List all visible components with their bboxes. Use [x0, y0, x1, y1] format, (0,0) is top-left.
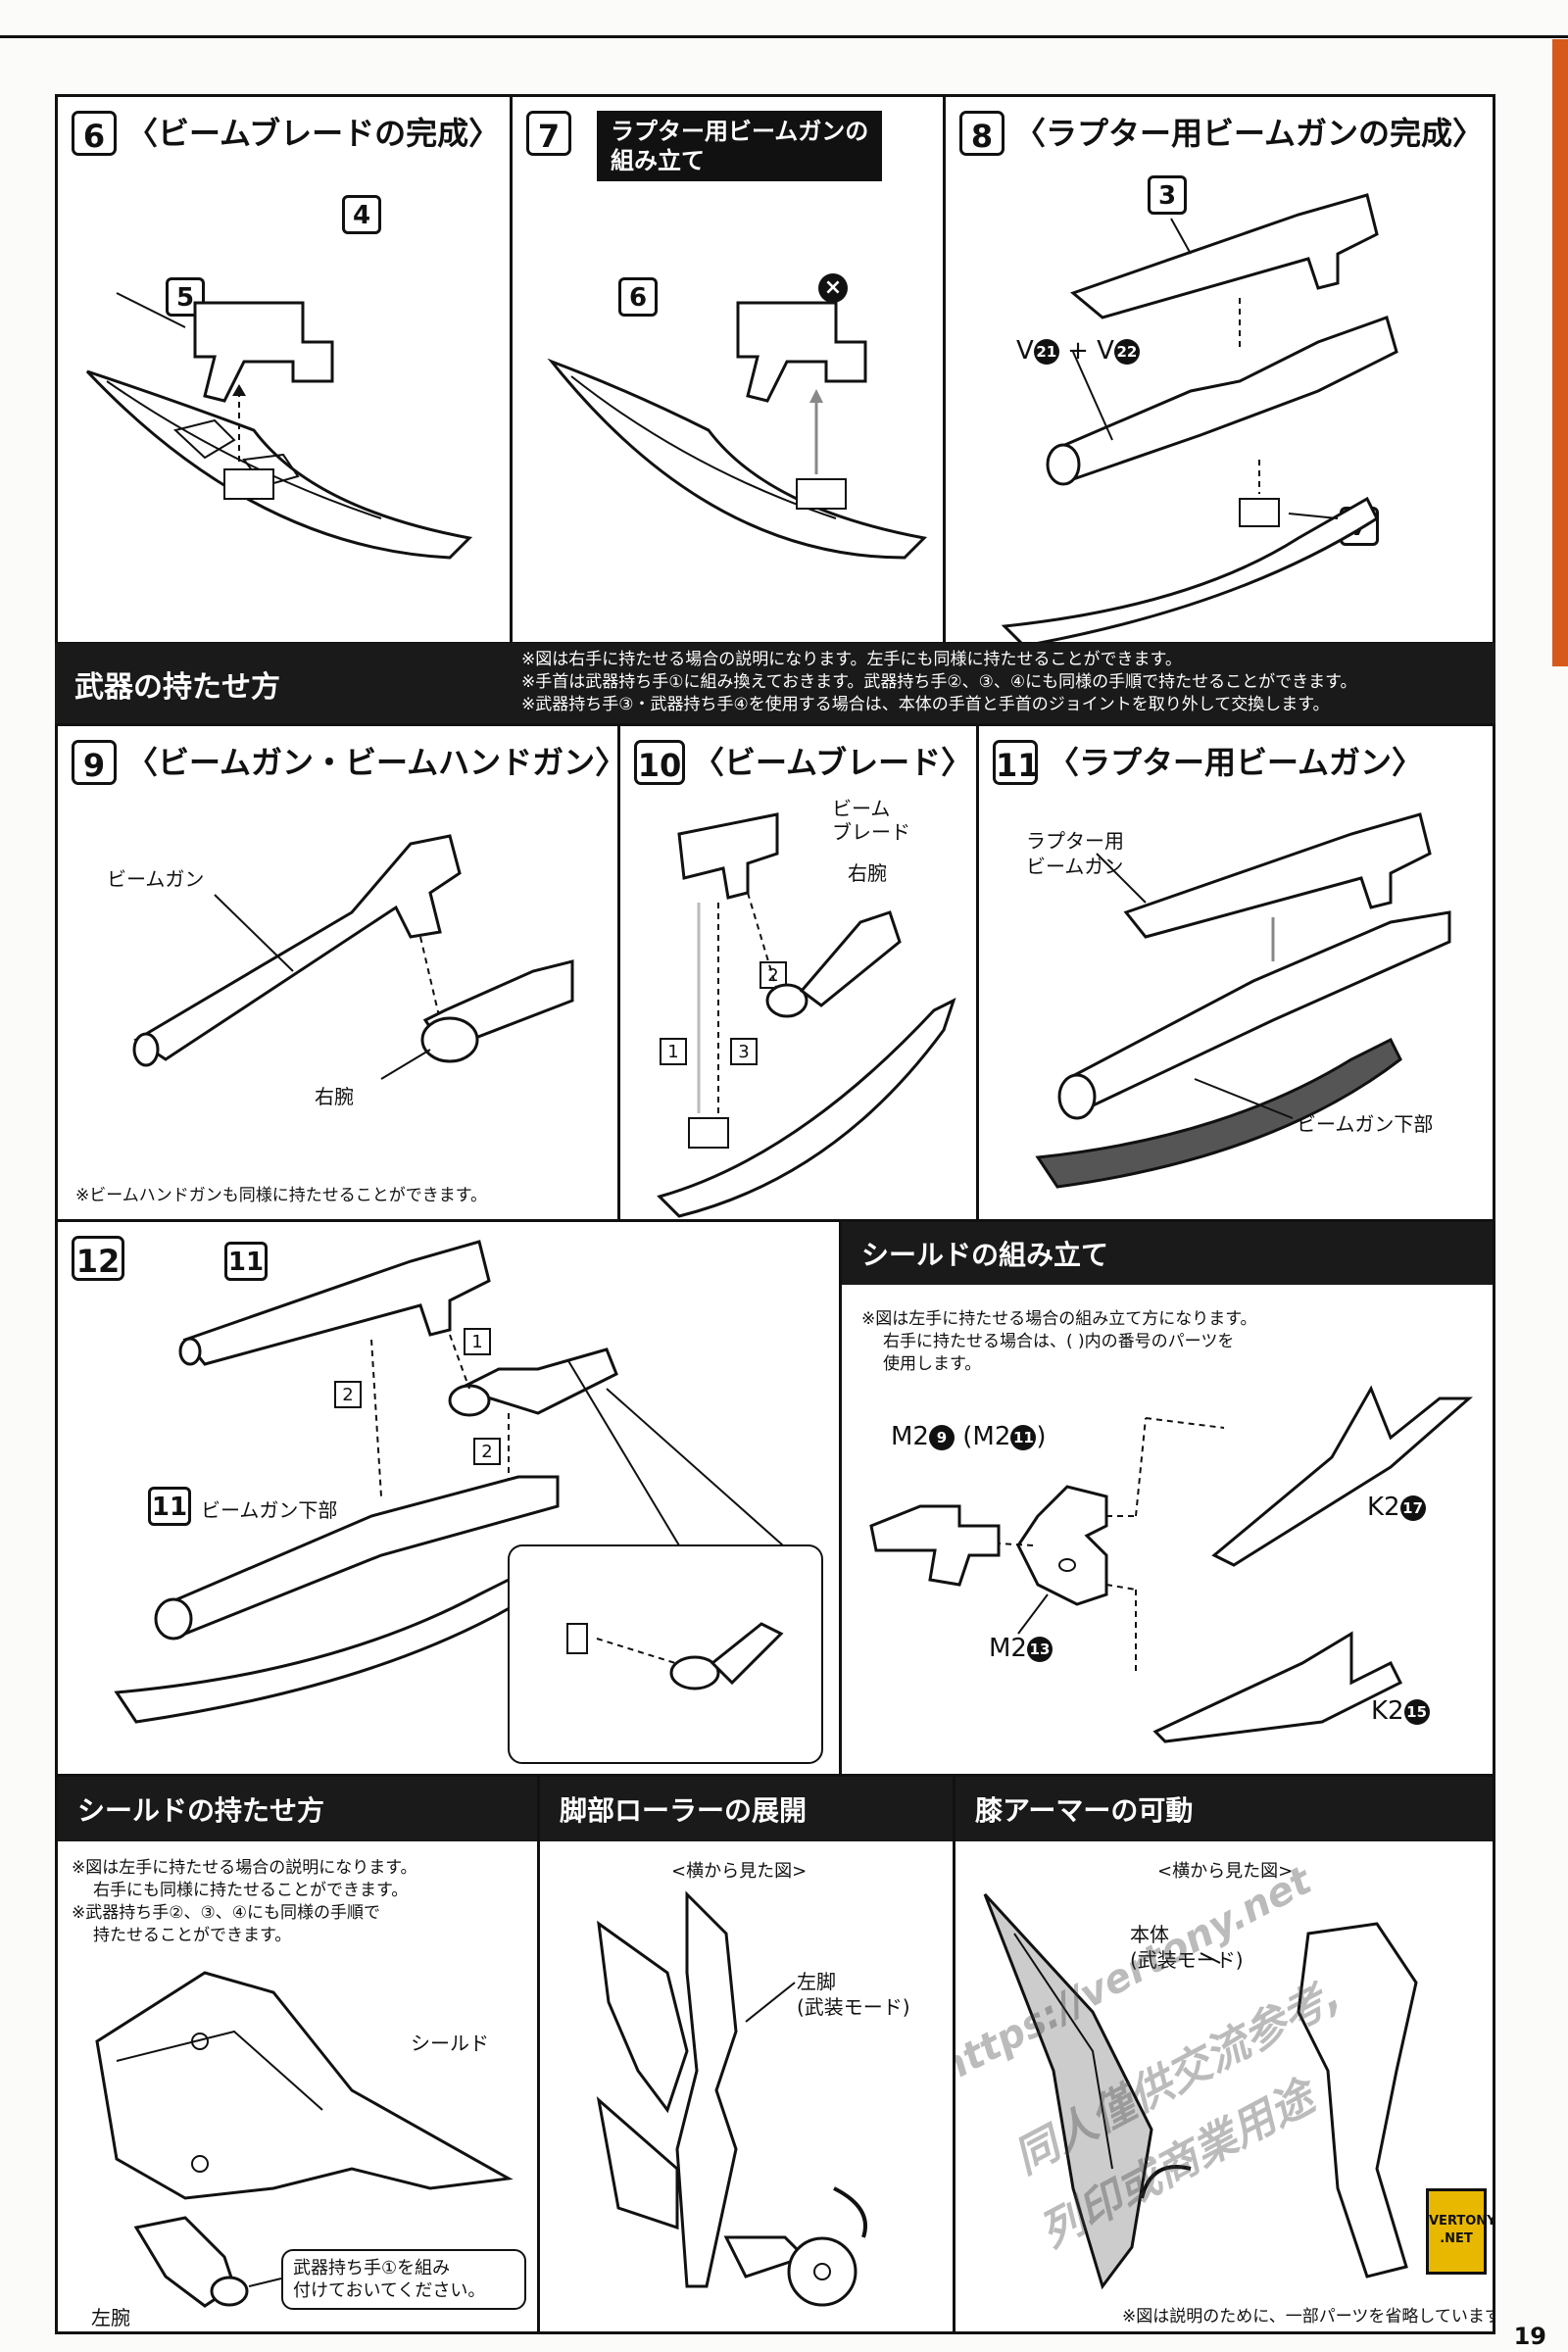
- blade-hold-diagram: [657, 812, 956, 1218]
- shield-hold-diagram: [95, 1971, 514, 2308]
- part-number: 6: [618, 277, 658, 317]
- shield-label: シールド: [411, 2032, 489, 2055]
- step-marker: 1: [464, 1328, 491, 1355]
- step-number: 9: [72, 740, 117, 785]
- view-caption: <横から見た図>: [1157, 1861, 1294, 1882]
- step-6-panel: 6 〈ビームブレードの完成〉 4 5: [55, 94, 514, 645]
- step-number: 10: [634, 740, 685, 785]
- part-number: 3: [1148, 175, 1187, 215]
- gun-assembly-diagram: [1035, 812, 1451, 1189]
- knee-armor-diagram: [983, 1892, 1418, 2290]
- page-number: 19: [1513, 2323, 1546, 2350]
- raptor-gun-label: ラプター用ビームガン: [1026, 829, 1124, 878]
- beam-gun-label: ビームガン: [107, 867, 205, 891]
- knee-note: ※図は説明のために、一部パーツを省略しています。: [1122, 2307, 1495, 2327]
- shield-parts-diagram: [869, 1385, 1473, 1743]
- step-title: 〈ビームブレードの完成〉: [126, 115, 501, 152]
- section-title: シールドの持たせ方: [77, 1794, 325, 1827]
- step-number: 11: [993, 740, 1040, 785]
- gun-diagram: [132, 834, 574, 1080]
- right-arm-label: 右腕: [315, 1085, 354, 1108]
- step-9-panel: 9 〈ビームガン・ビームハンドガン〉 ビームガン 右腕 ※ビームハンドガンも同様…: [55, 723, 621, 1223]
- step-11-panel: 11 〈ラプター用ビームガン〉 ラプター用ビームガン ビームガン下部: [976, 723, 1495, 1223]
- leg-roller-diagram: [596, 1890, 867, 2307]
- part-number: 11: [148, 1487, 191, 1526]
- part-number: 4: [342, 195, 381, 234]
- step-number: 12: [72, 1236, 124, 1281]
- shield-hold-panel: シールドの持たせ方 ※図は左手に持たせる場合の説明になります。 右手にも同様に持…: [55, 1774, 541, 2334]
- leg-roller-panel: 脚部ローラーの展開 <横から見た図> 左脚(武装モード): [537, 1774, 956, 2334]
- section-notes: ※図は左手に持たせる場合の説明になります。 右手にも同様に持たせることができます…: [72, 1858, 417, 1945]
- step-title: 〈ビームガン・ビームハンドガン〉: [126, 744, 621, 781]
- step-title: 〈ビームブレード〉: [693, 744, 973, 781]
- shield-assembly-header: シールドの組み立て: [842, 1222, 1493, 1285]
- gun-lower-label: ビームガン下部: [201, 1498, 338, 1522]
- blade-diagram: [85, 292, 473, 560]
- step-10-panel: 10 〈ビームブレード〉 ビームブレード 右腕 1 2 3: [617, 723, 980, 1223]
- step-title: ラプター用ビームガンの 組み立て: [597, 111, 883, 181]
- step-number: 6: [72, 111, 117, 156]
- step-marker: 2: [334, 1381, 362, 1408]
- page-edge-tab: [1552, 39, 1568, 666]
- step-7-panel: 7 ラプター用ビームガンの 組み立て 6 ×: [510, 94, 947, 645]
- step-marker: 3: [730, 1038, 758, 1065]
- gun-hold-diagram: [114, 1240, 823, 1764]
- left-leg-label: 左脚(武装モード): [797, 1970, 910, 2019]
- leg-roller-header: 脚部ローラーの展開: [540, 1777, 954, 1841]
- step-marker: 2: [473, 1438, 501, 1465]
- gun-diagram: [1001, 193, 1398, 642]
- blade-diagram: [547, 301, 928, 560]
- gun-lower-label: ビームガン下部: [1297, 1112, 1434, 1136]
- step-12-panel: 12 11 11 ビームガン下部 1 2 2 V5 右腕: [55, 1219, 843, 1778]
- beam-blade-label: ビームブレード: [832, 797, 910, 844]
- step-marker: 1: [660, 1038, 687, 1065]
- right-arm-label: 右腕: [848, 861, 887, 885]
- section-notes: ※図は左手に持たせる場合の組み立て方になります。 右手に持たせる場合は、( )内…: [861, 1309, 1257, 1374]
- step-number: 7: [526, 111, 571, 156]
- step-title: 〈ラプター用ビームガン〉: [1048, 744, 1424, 781]
- shield-assembly-panel: シールドの組み立て ※図は左手に持たせる場合の組み立て方になります。 右手に持た…: [839, 1219, 1495, 1778]
- view-caption: <横から見た図>: [671, 1861, 808, 1882]
- step-number: 8: [959, 111, 1004, 156]
- shield-hold-header: シールドの持たせ方: [58, 1777, 538, 1841]
- callout-box: 武器持ち手①を組み 付けておいてください。: [281, 2249, 526, 2310]
- step-title: 〈ラプター用ビームガンの完成〉: [1014, 115, 1485, 152]
- part-number: 11: [224, 1242, 268, 1281]
- section-title: 膝アーマーの可動: [975, 1794, 1194, 1827]
- step-8-panel: 8 〈ラプター用ビームガンの完成〉 3 7 V21 + V22: [943, 94, 1495, 645]
- section-notes: ※図は右手に持たせる場合の説明になります。左手にも同様に持たせることができます。…: [521, 650, 1357, 714]
- vertony-logo: VERTONY.NET: [1426, 2188, 1493, 2275]
- knee-armor-header: 膝アーマーの可動: [956, 1777, 1493, 1841]
- body-label: 本体(武装モード): [1130, 1923, 1244, 1972]
- left-arm-label: 左腕: [91, 2306, 130, 2329]
- section-title: シールドの組み立て: [861, 1239, 1109, 1271]
- step-note: ※ビームハンドガンも同様に持たせることができます。: [75, 1186, 488, 1205]
- section-title: 脚部ローラーの展開: [560, 1794, 808, 1827]
- remove-mark: ×: [818, 273, 848, 303]
- weapons-section-header: 武器の持たせ方 ※図は右手に持たせる場合の説明になります。左手にも同様に持たせる…: [55, 643, 1495, 725]
- knee-armor-panel: 膝アーマーの可動 <横から見た図> 本体(武装モード) ※図は説明のために、一部…: [953, 1774, 1495, 2334]
- section-title: 武器の持たせ方: [74, 670, 280, 705]
- top-rule: [0, 0, 1568, 38]
